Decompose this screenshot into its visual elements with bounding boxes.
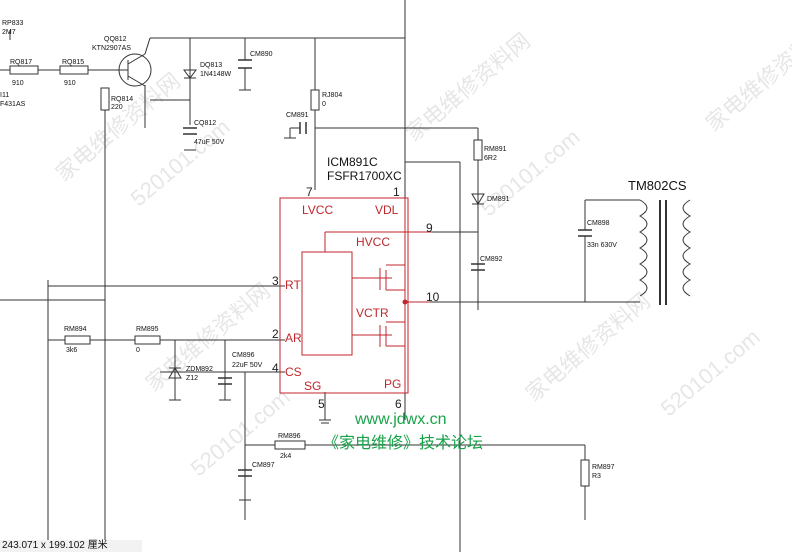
- rq814-value: 220: [111, 104, 123, 111]
- cm891-ref: CM891: [286, 112, 309, 119]
- rp833-ref: RP833: [2, 20, 24, 27]
- dq813-value: 1N4148W: [200, 71, 232, 78]
- rm894-value: 3k6: [66, 347, 78, 354]
- pin-number-3: 3: [272, 274, 279, 288]
- cm897-ref: CM897: [252, 462, 275, 469]
- pin-name-rt: RT: [285, 278, 301, 292]
- cq812-ref: CQ812: [194, 120, 217, 127]
- transformer-ref: TM802CS: [628, 178, 687, 193]
- rm897-value: R3: [592, 473, 601, 480]
- zdm892-value: Z12: [186, 375, 199, 382]
- rq815-ref: RQ815: [62, 59, 85, 66]
- rm897-ref: RM897: [592, 464, 615, 471]
- pin-name-vdl: VDL: [375, 203, 399, 217]
- status-bar-coords: 243.071 x 199.102 厘米: [0, 540, 142, 552]
- rj804-value: 0: [322, 101, 326, 108]
- rm891-ref: RM891: [484, 146, 507, 153]
- left-cut-label-b: F431AS: [0, 101, 26, 108]
- cq812-value: 47uF 50V: [194, 139, 225, 146]
- rm895-value: 0: [136, 347, 140, 354]
- pin-number-1: 1: [393, 185, 400, 199]
- pin-name-pg: PG: [384, 377, 402, 391]
- rm895-ref: RM895: [136, 326, 159, 333]
- rm894-ref: RM894: [64, 326, 87, 333]
- rm891-value: 6R2: [484, 155, 497, 162]
- rj804-ref: RJ804: [322, 92, 343, 99]
- cm898-value: 33n 630V: [587, 242, 617, 249]
- cm892-ref: CM892: [480, 256, 503, 263]
- pin-number-4: 4: [272, 361, 279, 375]
- forum-name: 《家电维修》技术论坛: [323, 435, 484, 452]
- cm898-ref: CM898: [587, 220, 610, 227]
- pin-name-sg: SG: [304, 379, 322, 393]
- qq812-value: KTN2907AS: [92, 45, 131, 52]
- pin-number-5: 5: [318, 397, 325, 411]
- cm896-ref: CM896: [232, 352, 255, 359]
- rp833-value: 2M7: [2, 29, 16, 36]
- pin-number-10: 10: [426, 290, 440, 304]
- pin-name-lvcc: LVCC: [302, 203, 334, 217]
- pin-number-2: 2: [272, 327, 279, 341]
- pin-number-7: 7: [306, 185, 313, 199]
- dm891-ref: DM891: [487, 196, 510, 203]
- rq814-ref: RQ814: [111, 96, 134, 103]
- qq812-ref: QQ812: [104, 36, 127, 43]
- cm896-value: 22uF 50V: [232, 362, 263, 369]
- pin-number-9: 9: [426, 221, 433, 235]
- pin-name-ar: AR: [285, 331, 302, 345]
- site-url: www.jdwx.cn: [355, 411, 447, 428]
- pin-number-6: 6: [395, 397, 402, 411]
- pin-name-hvcc: HVCC: [356, 235, 391, 249]
- rm896-ref: RM896: [278, 433, 301, 440]
- left-cut-label-a: I11: [0, 92, 10, 99]
- cm890-ref: CM890: [250, 51, 273, 58]
- rq815-value: 910: [64, 80, 76, 87]
- ic-ref: ICM891C: [327, 155, 378, 169]
- rq817-value: 910: [12, 80, 24, 87]
- rm896-value: 2k4: [280, 453, 292, 460]
- pin-name-cs: CS: [285, 365, 302, 379]
- rq817-ref: RQ817: [10, 59, 33, 66]
- dq813-ref: DQ813: [200, 62, 223, 69]
- pin-name-vctr: VCTR: [356, 306, 389, 320]
- ic-part: FSFR1700XC: [327, 169, 402, 183]
- zdm892-ref: ZDM892: [186, 366, 213, 373]
